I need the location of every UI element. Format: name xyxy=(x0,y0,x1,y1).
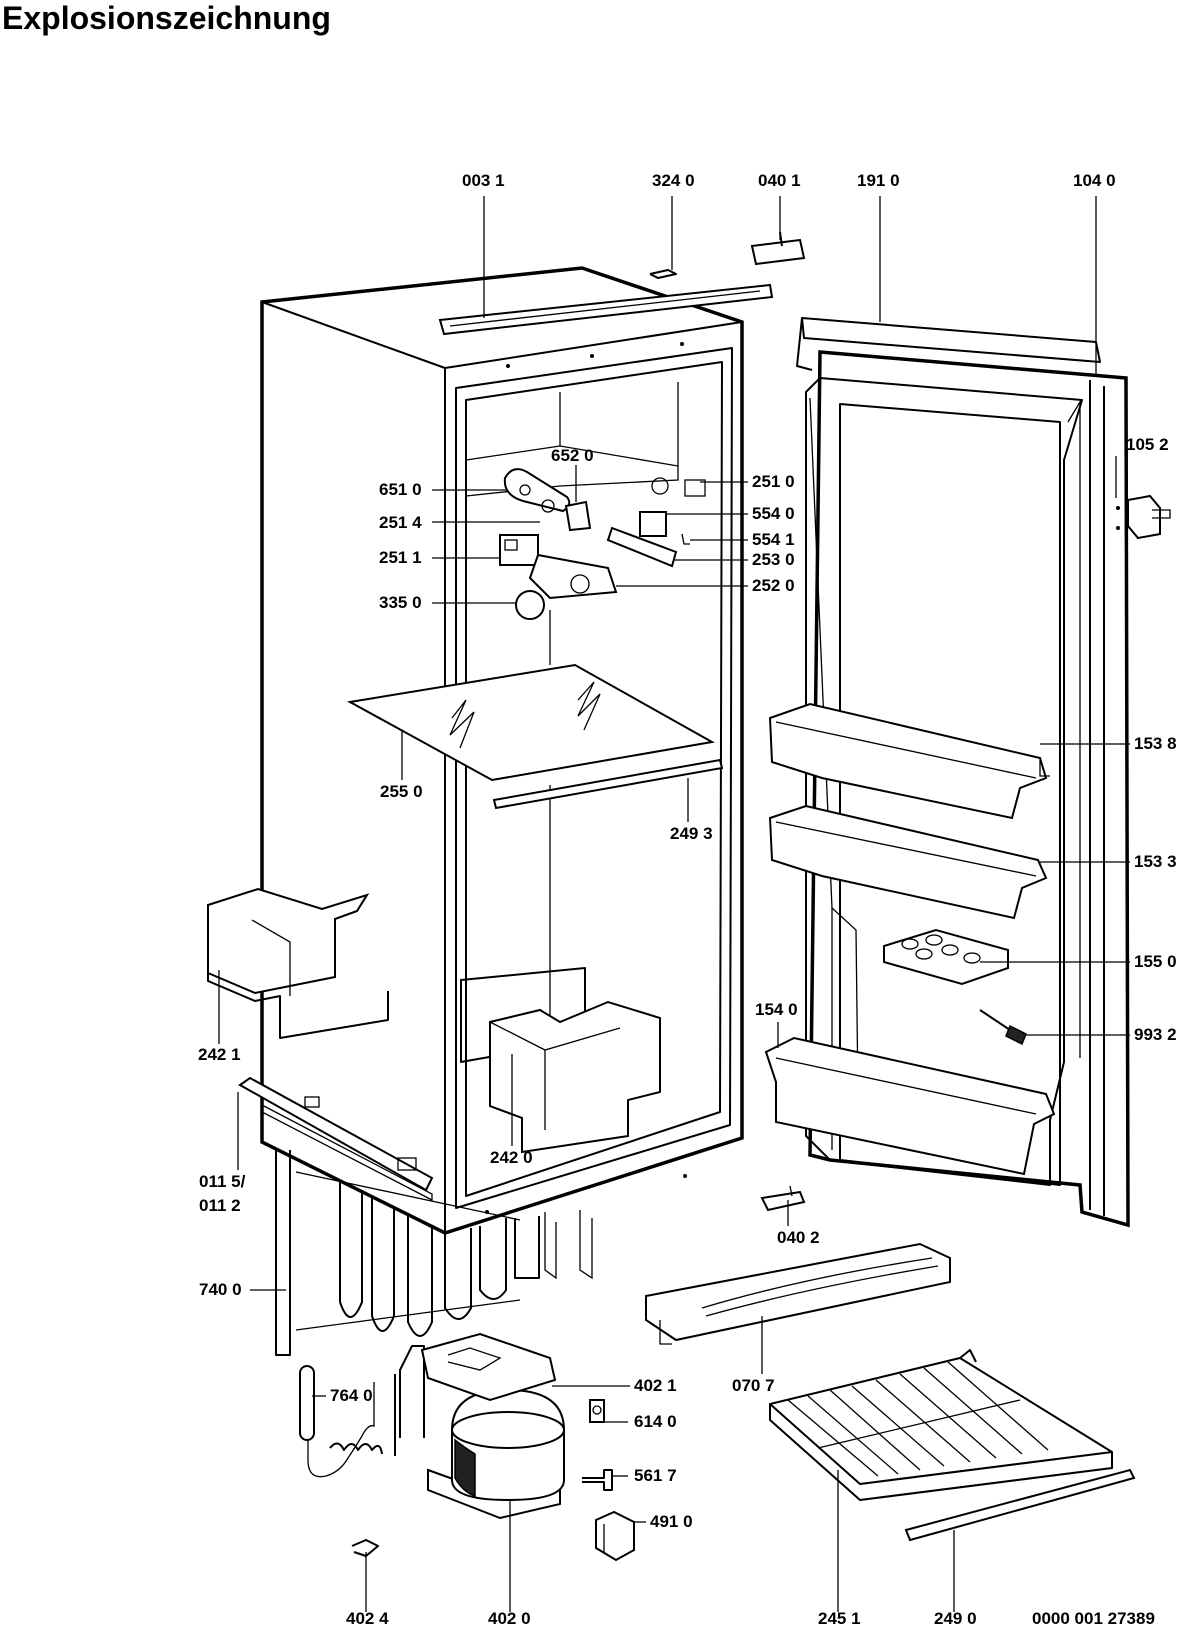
part-label-561-7: 561 7 xyxy=(634,1466,677,1485)
part-label-652-0: 652 0 xyxy=(551,446,594,465)
part-153-3-door-shelf xyxy=(768,804,1048,920)
diagram-number: 0000 001 27389 xyxy=(1032,1609,1155,1628)
part-label-764-0: 764 0 xyxy=(330,1386,373,1405)
part-003-1-top-rail xyxy=(438,283,774,336)
part-255-0-glass-shelf xyxy=(346,663,715,782)
part-label-104-0: 104 0 xyxy=(1073,171,1116,190)
door xyxy=(796,317,1130,1228)
part-label-003-1: 003 1 xyxy=(462,171,505,190)
part-402-1-bracket xyxy=(420,1332,557,1402)
part-label-491-0: 491 0 xyxy=(650,1512,693,1531)
part-label-154-0: 154 0 xyxy=(755,1000,798,1019)
part-label-614-0: 614 0 xyxy=(634,1412,677,1431)
part-label-335-0: 335 0 xyxy=(379,593,422,612)
part-070-7-vent-grille xyxy=(645,1242,951,1345)
part-label-252-0: 252 0 xyxy=(752,576,795,595)
part-label-040-1: 040 1 xyxy=(758,171,801,190)
part-label-105-2: 105 2 xyxy=(1126,435,1169,454)
part-324-0-clip xyxy=(649,269,677,279)
part-label-740-0: 740 0 xyxy=(199,1280,242,1299)
part-740-0-condenser xyxy=(275,1150,540,1356)
part-label-245-1: 245 1 xyxy=(818,1609,861,1628)
part-label-251-4: 251 4 xyxy=(379,513,422,532)
part-label-070-7: 070 7 xyxy=(732,1376,775,1395)
part-label-993-2: 993 2 xyxy=(1134,1025,1177,1044)
part-label-255-0: 255 0 xyxy=(380,782,423,801)
part-155-0-egg-tray xyxy=(883,928,1009,986)
part-label-251-1: 251 1 xyxy=(379,548,422,567)
part-label-242-0: 242 0 xyxy=(490,1148,533,1167)
part-label-153-3: 153 3 xyxy=(1134,852,1177,871)
cabinet-body xyxy=(260,266,744,1280)
part-402-0-compressor xyxy=(394,1345,565,1520)
part-040-1-hinge xyxy=(750,231,806,266)
control-unit-group xyxy=(499,468,706,620)
part-764-0-filter-drier xyxy=(299,1365,383,1478)
part-491-0-cover xyxy=(595,1510,635,1562)
part-614-0-relay xyxy=(589,1399,605,1423)
part-label-242-1: 242 1 xyxy=(198,1045,241,1064)
part-label-402-1: 402 1 xyxy=(634,1376,677,1395)
part-label-040-2: 040 2 xyxy=(777,1228,820,1247)
part-label-554-0: 554 0 xyxy=(752,504,795,523)
page-title: Explosionszeichnung xyxy=(2,0,331,36)
part-242-1-drawer xyxy=(207,887,389,1039)
part-154-0-door-bin xyxy=(764,1036,1056,1176)
part-label-402-4: 402 4 xyxy=(346,1609,389,1628)
part-label-011-5: 011 5/ xyxy=(199,1172,246,1191)
part-label-153-8: 153 8 xyxy=(1134,734,1177,753)
part-249-3-shelf-strip xyxy=(492,758,724,810)
part-993-2-thermometer xyxy=(979,1009,1027,1046)
part-040-2-hinge xyxy=(760,1185,806,1212)
part-105-2-hinge xyxy=(1116,494,1171,540)
part-label-191-0: 191 0 xyxy=(857,171,900,190)
part-label-251-0: 251 0 xyxy=(752,472,795,491)
part-label-253-0: 253 0 xyxy=(752,550,795,569)
part-561-7-connector xyxy=(582,1469,613,1491)
part-249-0-trim-strip xyxy=(904,1468,1136,1542)
part-label-249-0: 249 0 xyxy=(934,1609,977,1628)
part-label-249-3: 249 3 xyxy=(670,824,713,843)
part-label-155-0: 155 0 xyxy=(1134,952,1177,971)
leader-lines xyxy=(218,196,1130,1612)
part-011-bottom-trim xyxy=(238,1076,434,1202)
part-242-0-drawer xyxy=(460,967,661,1154)
part-label-011-2: 011 2 xyxy=(199,1196,241,1215)
part-label-324-0: 324 0 xyxy=(652,171,695,190)
part-153-8-door-shelf xyxy=(768,702,1050,820)
part-402-4-clip xyxy=(351,1539,379,1557)
part-label-554-1: 554 1 xyxy=(752,530,795,549)
part-245-1-wire-shelf xyxy=(769,1349,1113,1501)
part-label-651-0: 651 0 xyxy=(379,480,422,499)
part-label-402-0: 402 0 xyxy=(488,1609,531,1628)
